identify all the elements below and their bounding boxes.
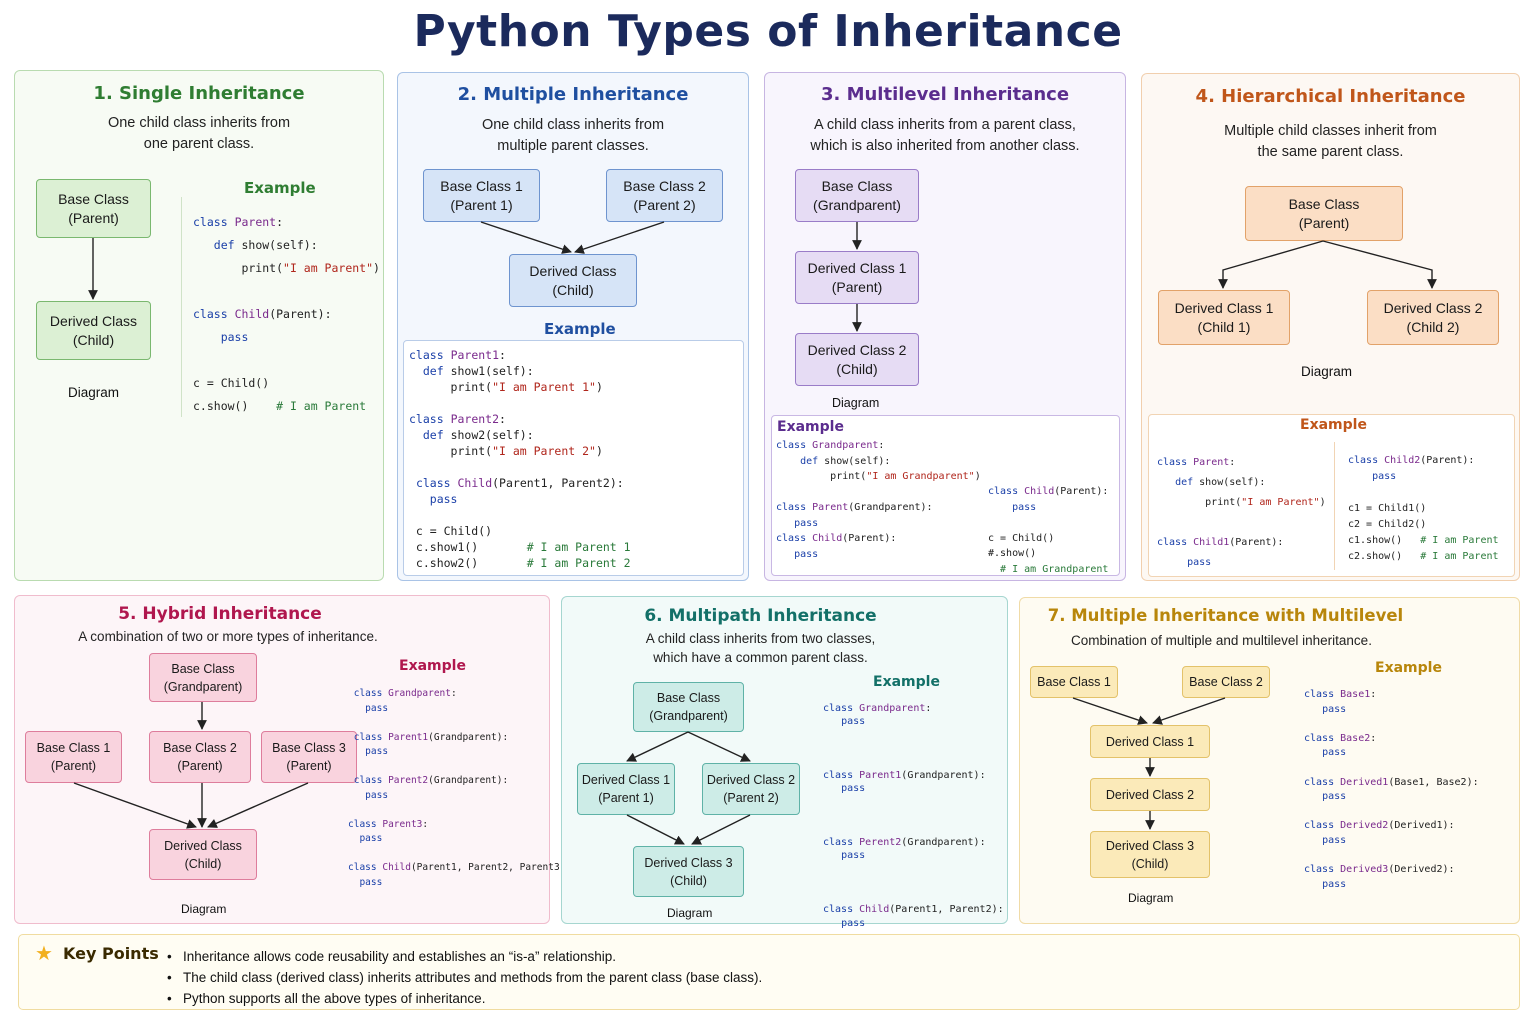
panel-description: Multiple child classes inherit from the … <box>1224 123 1437 160</box>
example-heading: Example <box>777 419 844 435</box>
panel-title: 7. Multiple Inheritance with Multilevel <box>1047 606 1404 625</box>
page-title: Python Types of Inheritance <box>413 6 1123 57</box>
node-derived-class: Derived Class (Child) <box>36 301 151 360</box>
node-base-class-1: Base Class 1 (Parent 1) <box>423 169 540 222</box>
diagram-label: Diagram <box>667 906 713 920</box>
panel-single-inheritance: 1. Single Inheritance One child class in… <box>14 70 384 581</box>
node-base-class-2: Base Class 2 (Parent 2) <box>606 169 723 222</box>
node-derived-class-2: Derived Class 2 <box>1090 778 1210 811</box>
divider <box>181 197 182 417</box>
node-base-class-1: Base Class 1 <box>1030 666 1118 698</box>
panel-description: A child class inherits from two classes,… <box>645 631 876 665</box>
node-derived-class-1: Derived Class 1 (Parent 1) <box>577 763 675 815</box>
node-derived-class-3: Derived Class 3 (Child) <box>633 846 744 897</box>
node-base-class-1: Base Class 1 (Parent) <box>25 731 122 783</box>
node-derived-class-2: Derived Class 2 (Parent 2) <box>702 763 800 815</box>
diagram-label: Diagram <box>1128 891 1174 905</box>
code-example: class Grandparent: pass class Parent1(Gr… <box>823 703 1004 929</box>
key-point-item: The child class (derived class) inherits… <box>167 967 762 988</box>
code-example-right: class Child(Parent): pass c = Child() #.… <box>988 486 1109 575</box>
example-heading: Example <box>244 179 316 197</box>
panel-multiple-inheritance: 2. Multiple Inheritance One child class … <box>397 72 749 581</box>
panel-description: Combination of multiple and multilevel i… <box>1071 633 1372 648</box>
node-derived-class-1: Derived Class 1 (Child 1) <box>1158 290 1290 345</box>
code-box <box>403 340 744 576</box>
key-points-box: ★ Key Points Inheritance allows code reu… <box>18 934 1520 1010</box>
panel-description: A child class inherits from a parent cla… <box>810 117 1080 154</box>
node-base-class: Base Class (Grandparent) <box>795 169 919 222</box>
node-derived-class-2: Derived Class 2 (Child) <box>795 333 919 386</box>
node-derived-class-1: Derived Class 1 (Parent) <box>795 251 919 304</box>
code-example: class Parent: def show(self): print("I a… <box>193 215 380 413</box>
panel-title: 5. Hybrid Inheritance <box>118 604 322 624</box>
panel-title: 6. Multipath Inheritance <box>644 606 877 626</box>
example-heading: Example <box>1375 660 1442 676</box>
node-base-class: Base Class (Parent) <box>1245 186 1403 241</box>
panel-title: 2. Multiple Inheritance <box>457 84 689 105</box>
example-heading: Example <box>544 320 616 338</box>
code-example-right: class Child2(Parent): pass c1 = Child1()… <box>1348 455 1499 562</box>
key-point-item: Inheritance allows code reusability and … <box>167 946 762 967</box>
star-icon: ★ <box>35 943 53 965</box>
node-derived-class-2: Derived Class 2 (Child 2) <box>1367 290 1499 345</box>
code-example: class Base1: pass class Base2: pass clas… <box>1304 689 1479 890</box>
code-example: class Parent1: def show1(self): print("I… <box>409 348 631 570</box>
code-example-left: class Grandparent: def show(self): print… <box>776 440 981 560</box>
example-heading: Example <box>1300 417 1367 433</box>
example-heading: Example <box>873 674 940 690</box>
node-base-class: Base Class (Grandparent) <box>633 682 744 732</box>
panel-multipath-inheritance: 6. Multipath Inheritance A child class i… <box>561 596 1008 929</box>
diagram-label: Diagram <box>68 385 120 400</box>
code-example: class Grandparent: pass class Parent1(Gr… <box>348 688 572 888</box>
panel-hierarchical-inheritance: 4. Hierarchical Inheritance Multiple chi… <box>1141 73 1520 581</box>
example-heading: Example <box>399 658 466 674</box>
node-base-class-2: Base Class 2 <box>1182 666 1270 698</box>
node-base-class-2: Base Class 2 (Parent) <box>149 731 251 783</box>
code-box <box>1148 414 1515 577</box>
panel-title: 3. Multilevel Inheritance <box>820 84 1070 105</box>
diagram-label: Diagram <box>181 902 227 916</box>
key-point-item: Python supports all the above types of i… <box>167 988 762 1009</box>
panel-hybrid-inheritance: 5. Hybrid Inheritance A combination of t… <box>14 595 571 924</box>
diagram-label: Diagram <box>832 396 880 410</box>
key-points-heading: Key Points <box>63 944 159 963</box>
node-base-class-3: Base Class 3 (Parent) <box>261 731 357 783</box>
diagram-label: Diagram <box>1301 364 1353 379</box>
panel-multilevel-inheritance: 3. Multilevel Inheritance A child class … <box>764 72 1126 581</box>
node-base-class-grandparent: Base Class (Grandparent) <box>149 653 257 702</box>
code-example-left: class Parent: def show(self): print("I a… <box>1157 457 1326 568</box>
panel-multiple-with-multilevel: 7. Multiple Inheritance with Multilevel … <box>1019 597 1520 924</box>
node-derived-class-1: Derived Class 1 <box>1090 725 1210 758</box>
panel-description: A combination of two or more types of in… <box>78 629 378 644</box>
panel-title: 4. Hierarchical Inheritance <box>1195 86 1466 107</box>
node-derived-class-3: Derived Class 3 (Child) <box>1090 831 1210 878</box>
node-base-class: Base Class (Parent) <box>36 179 151 238</box>
panel-description: One child class inherits from multiple p… <box>481 117 665 154</box>
key-points-list: Inheritance allows code reusability and … <box>167 946 762 1009</box>
node-derived-class: Derived Class (Child) <box>149 829 257 880</box>
panel-description: One child class inherits from one parent… <box>107 115 291 152</box>
panel-title: 1. Single Inheritance <box>93 83 305 104</box>
divider <box>1334 442 1335 570</box>
node-derived-class: Derived Class (Child) <box>509 254 637 307</box>
code-box <box>771 415 1120 576</box>
